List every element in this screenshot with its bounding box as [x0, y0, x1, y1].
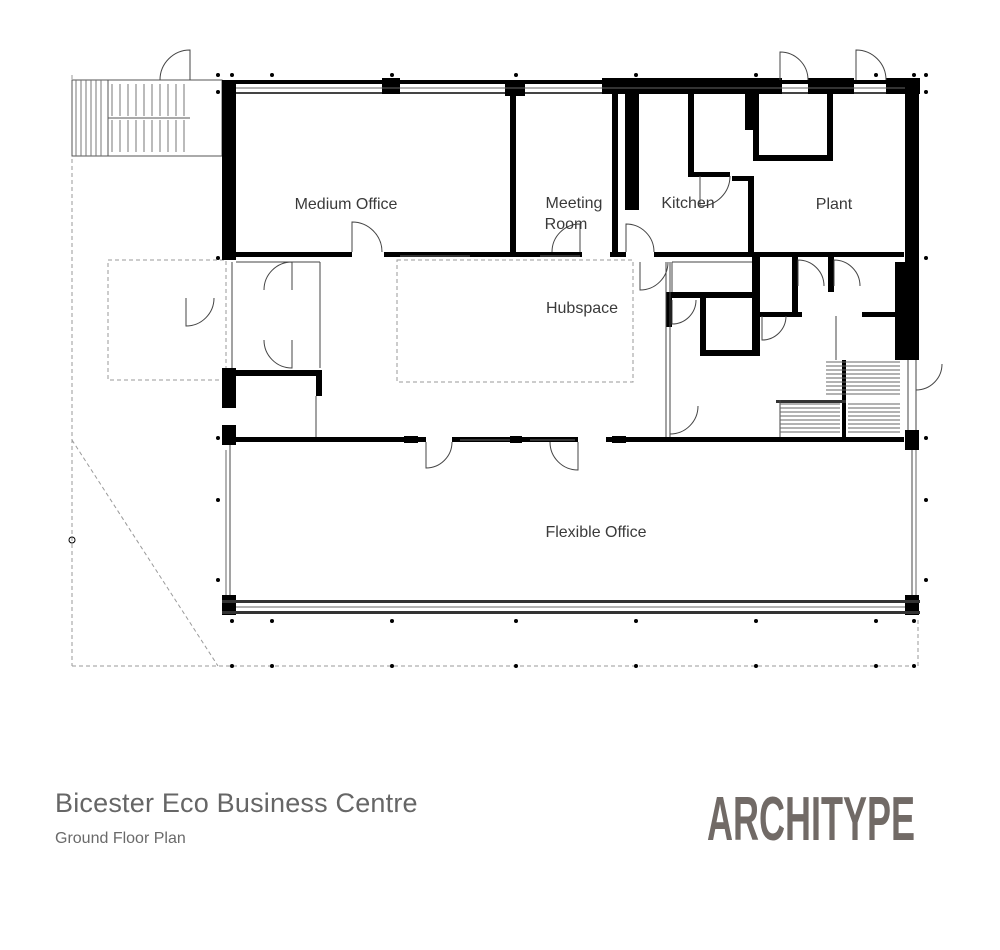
column-dot: [912, 664, 916, 668]
walls: [222, 78, 920, 615]
column-dot: [634, 73, 638, 77]
column-dot: [924, 256, 928, 260]
door-swing: [833, 259, 861, 287]
column-dot: [216, 436, 220, 440]
room-label-meeting-room-line2: Room: [545, 216, 588, 233]
room-label-medium-office: Medium Office: [295, 196, 398, 213]
door-swing: [263, 261, 293, 291]
architype-logo: ARCHITYPE: [707, 790, 915, 844]
column-dot: [874, 73, 878, 77]
stair-treads: [75, 80, 185, 156]
column-dot: [634, 619, 638, 623]
door-swing: [351, 221, 383, 253]
column-dot: [634, 664, 638, 668]
column-dot: [216, 498, 220, 502]
column-dot: [912, 73, 916, 77]
site-boundary: [71, 75, 919, 667]
column-dot: [270, 619, 274, 623]
column-dot: [924, 578, 928, 582]
doors: [159, 49, 943, 471]
column-dot: [270, 664, 274, 668]
external-stair: [71, 79, 223, 157]
column-dot: [874, 619, 878, 623]
column-dot: [514, 73, 518, 77]
door-swing: [551, 223, 581, 253]
room-label-kitchen: Kitchen: [661, 195, 714, 212]
door-swing: [425, 441, 453, 469]
column-dot: [230, 664, 234, 668]
glazing: [225, 87, 917, 608]
document-subtitle: Ground Floor Plan: [55, 830, 186, 847]
door-swing: [761, 315, 787, 341]
marker-ring: [68, 536, 76, 544]
door-swing: [671, 299, 697, 325]
column-dot: [390, 73, 394, 77]
door-swing: [855, 49, 887, 81]
door-swing: [159, 49, 191, 81]
column-dot: [514, 619, 518, 623]
interior-walls: [236, 84, 905, 443]
logo-wordmark: ARCHITYPE: [707, 790, 915, 844]
room-label-hubspace: Hubspace: [546, 300, 618, 317]
column-dot: [230, 619, 234, 623]
column-dot: [754, 619, 758, 623]
column-dot: [912, 619, 916, 623]
column-dot: [514, 664, 518, 668]
column-dot: [216, 73, 220, 77]
column-dot: [216, 256, 220, 260]
door-swing: [625, 223, 655, 253]
column-dot: [924, 498, 928, 502]
door-swing: [549, 441, 579, 471]
door-swing: [185, 297, 215, 327]
partitions: [229, 261, 917, 595]
stair-treads: [780, 361, 900, 433]
door-swing: [639, 261, 669, 291]
room-label-plant: Plant: [816, 196, 853, 213]
door-swing: [779, 51, 809, 81]
column-dot: [270, 73, 274, 77]
column-dot: [390, 619, 394, 623]
column-dot: [924, 73, 928, 77]
door-swing: [797, 259, 825, 287]
floor-plan: Medium Office Meeting Room Kitchen Plant…: [68, 49, 943, 668]
column-dot: [924, 90, 928, 94]
column-dot: [754, 73, 758, 77]
column-dot: [230, 73, 234, 77]
door-swing: [915, 363, 943, 391]
room-label-meeting-room-line1: Meeting: [546, 195, 603, 212]
room-label-flexible-office: Flexible Office: [545, 524, 646, 541]
door-swing: [263, 339, 293, 369]
document-title: Bicester Eco Business Centre: [55, 788, 418, 818]
column-dot: [754, 664, 758, 668]
column-dot: [390, 664, 394, 668]
door-swing: [699, 175, 731, 207]
door-swing: [669, 405, 699, 435]
column-dot: [874, 664, 878, 668]
column-dot: [216, 90, 220, 94]
column-dot: [216, 578, 220, 582]
column-markers: [68, 73, 928, 668]
column-dot: [924, 436, 928, 440]
